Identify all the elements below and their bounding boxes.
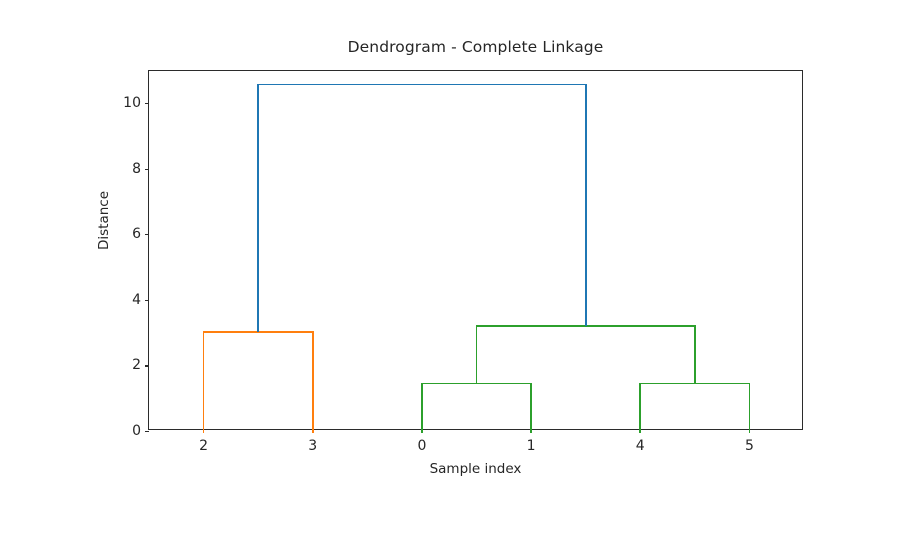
x-axis-label: Sample index xyxy=(429,461,522,477)
x-tick-mark xyxy=(639,429,642,433)
x-tick-label-5: 5 xyxy=(744,438,754,454)
x-tick-label-4: 4 xyxy=(635,438,645,454)
dendrogram-link-orange-2-3-left-stem xyxy=(202,331,205,431)
y-tick-label: 6 xyxy=(132,226,141,243)
x-tick-label-0: 0 xyxy=(417,438,427,454)
x-tick-mark xyxy=(421,429,423,433)
x-tick-label-2: 2 xyxy=(199,438,209,454)
y-tick-mark xyxy=(145,431,149,433)
y-tick-label: 10 xyxy=(123,95,141,112)
dendrogram-link-green-0-1-left-stem xyxy=(421,383,423,431)
y-tick-label: 4 xyxy=(132,291,141,308)
y-tick-mark xyxy=(145,103,149,105)
dendrogram-link-orange-2-3-crossbar xyxy=(202,330,314,333)
dendrogram-link-green-4-5-right-stem xyxy=(748,383,751,431)
plot-axes: 0 2 4 6 8 10 2 3 0 1 4 5 xyxy=(123,70,803,454)
x-tick-label-3: 3 xyxy=(308,438,318,454)
dendrogram-link-green-0145-crossbar xyxy=(475,324,696,327)
dendrogram-link-green-0145-right-stem xyxy=(693,325,696,384)
y-axis-label: Distance xyxy=(96,190,112,250)
y-tick-label: 8 xyxy=(132,160,141,177)
dendrogram-link-blue-root-crossbar xyxy=(257,83,587,86)
y-tick-mark xyxy=(145,234,149,236)
dendrogram-link-green-0-1-right-stem xyxy=(530,383,532,431)
dendrogram-link-blue-root-left-stem xyxy=(257,84,260,332)
x-tick-mark xyxy=(202,429,205,433)
dendrogram-link-orange-2-3-right-stem xyxy=(311,331,314,431)
x-tick-label-1: 1 xyxy=(526,438,536,454)
y-tick-label: 2 xyxy=(132,357,141,374)
dendrogram-link-green-4-5-left-stem xyxy=(639,383,642,431)
x-tick-mark xyxy=(748,429,751,433)
dendrogram-link-green-0145-left-stem xyxy=(475,325,478,384)
y-tick-mark xyxy=(145,365,149,367)
y-tick-mark xyxy=(145,168,149,170)
y-tick-label: 0 xyxy=(132,423,141,439)
dendrogram-link-blue-root-right-stem xyxy=(584,84,587,326)
y-tick-mark xyxy=(145,299,149,302)
x-tick-mark xyxy=(311,429,314,433)
x-tick-mark xyxy=(530,429,532,433)
plot-area xyxy=(149,71,802,431)
chart-title: Dendrogram - Complete Linkage xyxy=(347,38,604,56)
